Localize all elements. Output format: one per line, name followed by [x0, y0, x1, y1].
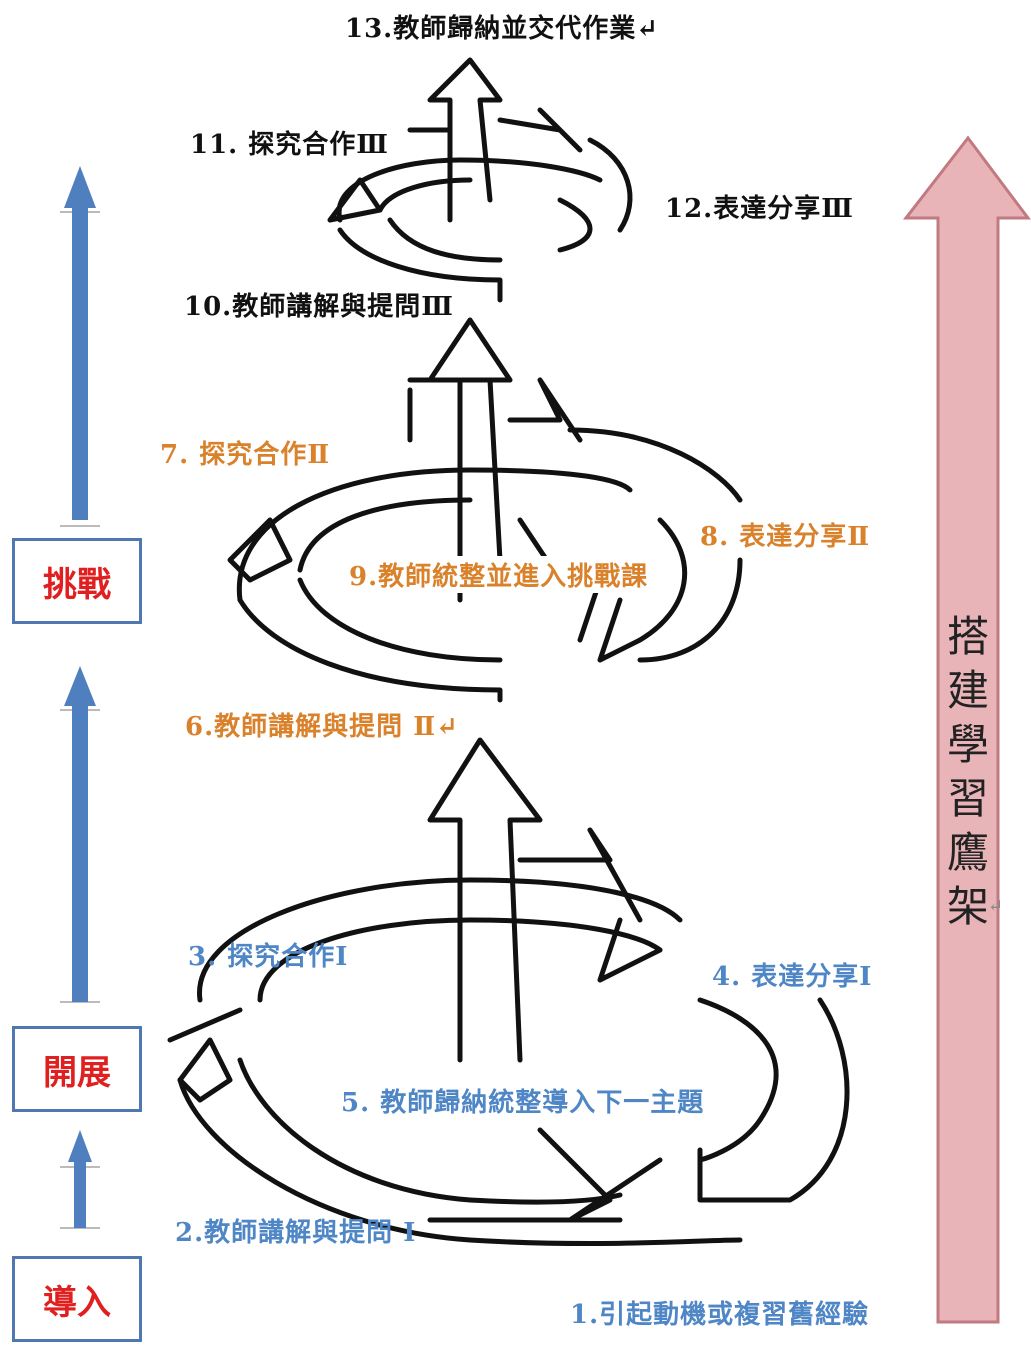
scaffold-arrow-icon: [902, 135, 1031, 1324]
stage-develop-box: 開展: [12, 1026, 142, 1112]
stage-challenge-label: 挑戰: [43, 564, 111, 605]
step-10-label: 10.教師講解與提問Ⅲ: [180, 286, 458, 323]
up-arrow-icon: [60, 666, 100, 1003]
scaffold-char: 習: [946, 774, 989, 823]
step-4-label: 4. 表達分享Ⅰ: [712, 962, 873, 992]
step-11-label: 11. 探究合作Ⅲ: [190, 130, 389, 160]
stage-intro-label: 導入: [43, 1282, 111, 1323]
stage-intro-box: 導入: [12, 1256, 142, 1342]
stage-develop-label: 開展: [43, 1052, 111, 1093]
step-1-label: 1.引起動機或複習舊經驗: [570, 1300, 870, 1330]
stage-challenge-box: 挑戰: [12, 538, 142, 624]
scaffold-tail-mark: ↵: [988, 896, 1005, 917]
scaffold-char: 鷹: [946, 828, 989, 877]
scaffold-char: 搭: [946, 612, 989, 661]
scaffold-char: 建: [946, 666, 989, 715]
left-up-arrows: [60, 166, 100, 1229]
step-13-label: 13.教師歸納並交代作業↵: [345, 14, 660, 44]
step-12-label: 12.表達分享Ⅲ: [665, 194, 854, 224]
step-3-label: 3. 探究合作Ⅰ: [188, 942, 349, 972]
up-arrow-icon: [60, 166, 100, 527]
step-6-label: 6.教師講解與提問 Ⅱ↵: [185, 712, 459, 742]
up-arrow-icon: [60, 1130, 100, 1229]
cycle-2-arrows: [227, 317, 743, 703]
cycle-1-arrows: [167, 737, 850, 1247]
cycle-3-arrows: [327, 57, 633, 303]
step-2-label: 2.教師講解與提問 Ⅰ: [175, 1218, 417, 1248]
step-8-label: 8. 表達分享Ⅱ: [700, 522, 871, 552]
step-5-label: 5. 教師歸納統整導入下一主題: [335, 1082, 711, 1119]
scaffold-label: 搭 建 學 習 鷹 架: [940, 610, 996, 934]
scaffold-char: 學: [946, 720, 989, 769]
scaffold-char: 架: [946, 882, 989, 931]
step-9-label: 9.教師統整並進入挑戰課: [345, 556, 653, 593]
step-7-label: 7. 探究合作Ⅱ: [160, 440, 331, 470]
